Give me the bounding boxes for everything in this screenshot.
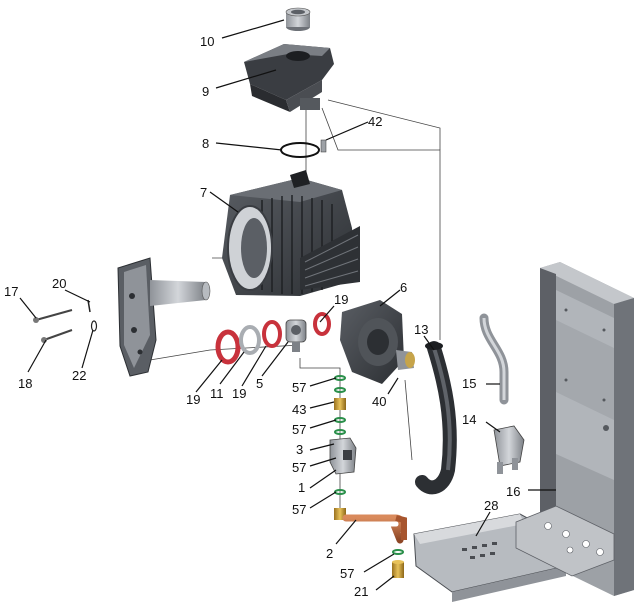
callout-6: 6 (400, 280, 407, 295)
part-o-ring-8 (280, 142, 320, 158)
part-heat-exchanger (222, 170, 360, 296)
part-tube-15 (479, 313, 509, 405)
part-gasket-22 (90, 320, 98, 332)
part-flue-hood (244, 44, 334, 112)
callout-3: 3 (296, 442, 303, 457)
callout-2: 2 (326, 546, 333, 561)
callout-57-1: 57 (292, 380, 306, 395)
callout-22: 22 (72, 368, 86, 383)
part-sensor-42 (320, 139, 327, 153)
part-gasket-19-right (313, 312, 331, 336)
callout-20: 20 (52, 276, 66, 291)
callout-13: 13 (414, 322, 428, 337)
callout-17: 17 (4, 284, 18, 299)
part-washer-11 (239, 325, 261, 355)
callout-57-5: 57 (340, 566, 354, 581)
callout-16: 16 (506, 484, 520, 499)
callout-15: 15 (462, 376, 476, 391)
assembly-guide-lines (149, 99, 441, 520)
part-flexible-hose-13 (415, 341, 457, 495)
part-fitting-21 (392, 560, 404, 578)
callout-19-mid: 19 (232, 386, 246, 401)
callout-57-4: 57 (292, 502, 306, 517)
part-gasket-19-left (215, 329, 241, 365)
part-stack-fittings (329, 375, 357, 520)
part-fitting-14 (493, 425, 525, 474)
callout-9: 9 (202, 84, 209, 99)
part-gasket-19-mid (262, 320, 282, 348)
part-copper-pipe-2 (342, 514, 407, 544)
callout-7: 7 (200, 185, 207, 200)
callout-labels: 10 9 8 42 7 20 17 18 22 19 11 19 5 19 6 … (4, 34, 520, 599)
callout-5: 5 (256, 376, 263, 391)
part-gasket-20 (87, 299, 91, 313)
callout-19-left: 19 (186, 392, 200, 407)
callout-28: 28 (484, 498, 498, 513)
callout-19-right: 19 (334, 292, 348, 307)
leader-lines (19, 19, 556, 591)
part-frame-16 (515, 262, 634, 596)
part-gas-valve-5 (285, 319, 307, 352)
part-burner-door (117, 257, 211, 377)
callout-8: 8 (202, 136, 209, 151)
callout-1: 1 (298, 480, 305, 495)
callout-43: 43 (292, 402, 306, 417)
callout-57-2: 57 (292, 422, 306, 437)
part-oring-57-bottom (392, 549, 404, 555)
callout-10: 10 (200, 34, 214, 49)
part-flue-adaptor (285, 7, 311, 31)
callout-11: 11 (210, 386, 224, 401)
part-electrode-17 (33, 309, 73, 323)
callout-40: 40 (372, 394, 386, 409)
callout-57-3: 57 (292, 460, 306, 475)
callout-42: 42 (368, 114, 382, 129)
callout-18: 18 (18, 376, 32, 391)
part-fan-6 (340, 300, 415, 384)
callout-21: 21 (354, 584, 368, 599)
callout-14: 14 (462, 412, 476, 427)
